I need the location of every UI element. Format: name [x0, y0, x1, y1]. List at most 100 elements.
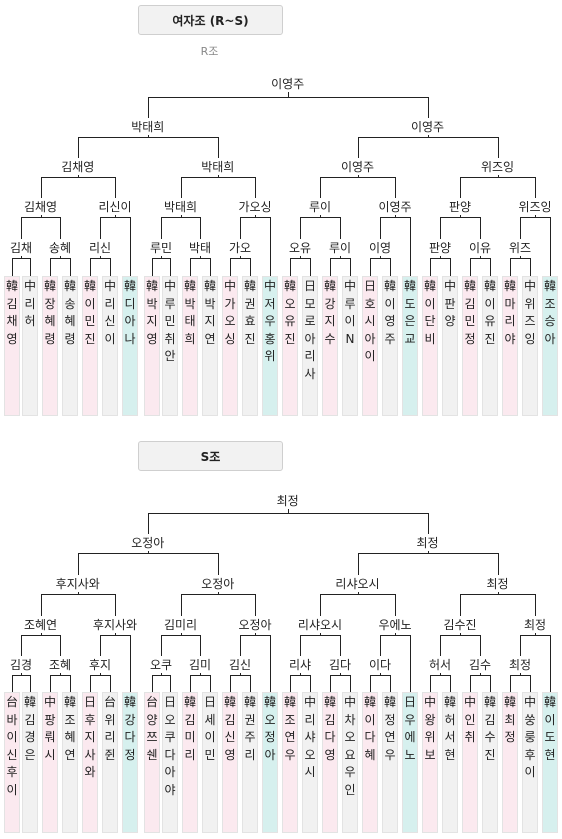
section-0-round4-bracket-line: [190, 258, 211, 259]
player-name-char: 아: [364, 331, 376, 346]
player-name-char: 마: [504, 296, 516, 311]
player-name-char: 이: [364, 349, 376, 363]
section-0-quarterfinal-bracket-drop: [180, 177, 182, 198]
section-0-final-bracket-drop: [427, 97, 429, 118]
player-name-char: 강: [324, 296, 336, 311]
nationality-mark: 韓: [183, 279, 196, 293]
section-0-round4-name: 루민: [149, 241, 173, 255]
section-1-round3-name: 조혜연: [23, 618, 58, 632]
player-name-char: 장: [44, 296, 56, 311]
player-name-char: 리: [304, 712, 316, 727]
player-name-char: 연: [204, 331, 216, 346]
section-0-group-header: 여자조 (R~S): [138, 5, 283, 35]
section-0-round4-bracket-drop: [230, 258, 231, 276]
section-1-quarterfinal-stem: [217, 592, 219, 594]
section-0-quarterfinal-bracket-drop: [535, 177, 536, 198]
player-name-char: 야: [504, 331, 516, 346]
section-1-winner-stem: [287, 509, 289, 513]
player-name-char: 다: [164, 747, 176, 762]
section-1-round4-bracket-drop: [470, 675, 471, 692]
section-1-round4-stem: [60, 673, 61, 675]
nationality-mark: 韓: [543, 695, 556, 709]
section-0-round3-stem: [40, 215, 42, 217]
section-1-round4-name: 김경: [9, 658, 33, 672]
player-name-char: 시: [304, 765, 316, 779]
section-0-round4-bracket-drop: [350, 258, 351, 276]
player-name-char: 주: [244, 730, 256, 744]
section-1-round3-stem: [535, 633, 536, 635]
section-1-round4-bracket-drop: [510, 675, 511, 692]
section-1-round3-bracket-line: [240, 635, 271, 636]
player-name-char: 아: [544, 331, 556, 346]
section-0-round3-stem: [320, 215, 321, 217]
section-0-round4-bracket-drop: [430, 258, 431, 276]
section-1-semifinal-stem: [427, 551, 429, 553]
section-0-round3-bracket-drop: [410, 217, 411, 276]
section-1-round4-stem: [300, 673, 301, 675]
player-name-char: 다: [364, 730, 376, 744]
player-name-char: 김: [464, 296, 476, 311]
section-1-round4-bracket-line: [50, 675, 71, 676]
section-1-semifinal-name: 최정: [416, 536, 439, 550]
section-0-round3-bracket-drop: [130, 217, 131, 276]
nationality-mark: 韓: [463, 279, 476, 293]
section-1-round3-stem: [115, 633, 116, 635]
section-0-round3-bracket-drop: [21, 217, 22, 239]
section-1-round4-stem: [161, 673, 162, 675]
nationality-mark: 韓: [23, 695, 36, 709]
section-1-round4-bracket-line: [230, 675, 251, 676]
section-1-quarterfinal-bracket-drop: [180, 594, 182, 616]
section-1-round3-bracket-drop: [380, 635, 381, 656]
section-1-round3-name: 최정: [523, 618, 547, 632]
section-1-round4-name: 최정: [508, 658, 532, 672]
nationality-mark: 中: [223, 279, 236, 293]
player-name-char: 김: [224, 712, 236, 727]
player-name-char: 우: [404, 712, 416, 727]
section-0-round3-name: 가오싱: [238, 200, 272, 214]
section-0-round3-bracket-line: [300, 217, 341, 218]
player-name-char: 희: [184, 331, 196, 346]
player-name-char: 야: [164, 782, 176, 797]
nationality-mark: 韓: [243, 695, 256, 709]
section-0-round4-bracket-drop: [470, 258, 471, 276]
section-1-semifinal-name: 오정아: [131, 536, 165, 550]
section-0-round4-stem: [480, 256, 481, 258]
section-1-round4-bracket-drop: [210, 675, 211, 692]
player-name-char: 현: [444, 747, 456, 762]
player-name-char: 샤: [304, 730, 316, 744]
player-name-char: 주: [384, 331, 396, 346]
section-1-round3-bracket-drop: [270, 635, 271, 692]
player-name-char: 진: [244, 331, 256, 346]
section-0-round4-stem: [520, 256, 521, 258]
player-name-char: 즈: [524, 314, 536, 328]
section-1-round4-bracket-drop: [530, 675, 531, 692]
section-0-round3-bracket-line: [161, 217, 201, 218]
player-name-char: 노: [404, 747, 416, 762]
section-1-round3-bracket-line: [21, 635, 61, 636]
nationality-mark: 韓: [203, 279, 216, 293]
player-name-char: 양: [146, 712, 158, 727]
section-1-quarterfinal-name: 리샤오시: [335, 577, 380, 591]
section-1-round4-bracket-drop: [310, 675, 311, 692]
player-name-char: 후: [524, 747, 536, 762]
player-name-char: 김: [6, 296, 18, 311]
player-name-char: 쯔: [146, 730, 158, 744]
section-1-final-bracket-drop: [147, 513, 149, 534]
player-name-char: 와: [84, 765, 96, 779]
player-name-char: 위: [524, 296, 536, 311]
section-1-round4-bracket-drop: [430, 675, 431, 692]
section-1-round3-bracket-drop: [100, 635, 101, 656]
nationality-mark: 中: [423, 695, 436, 709]
nationality-mark: 韓: [43, 279, 56, 293]
section-0-round3-bracket-drop: [200, 217, 201, 239]
